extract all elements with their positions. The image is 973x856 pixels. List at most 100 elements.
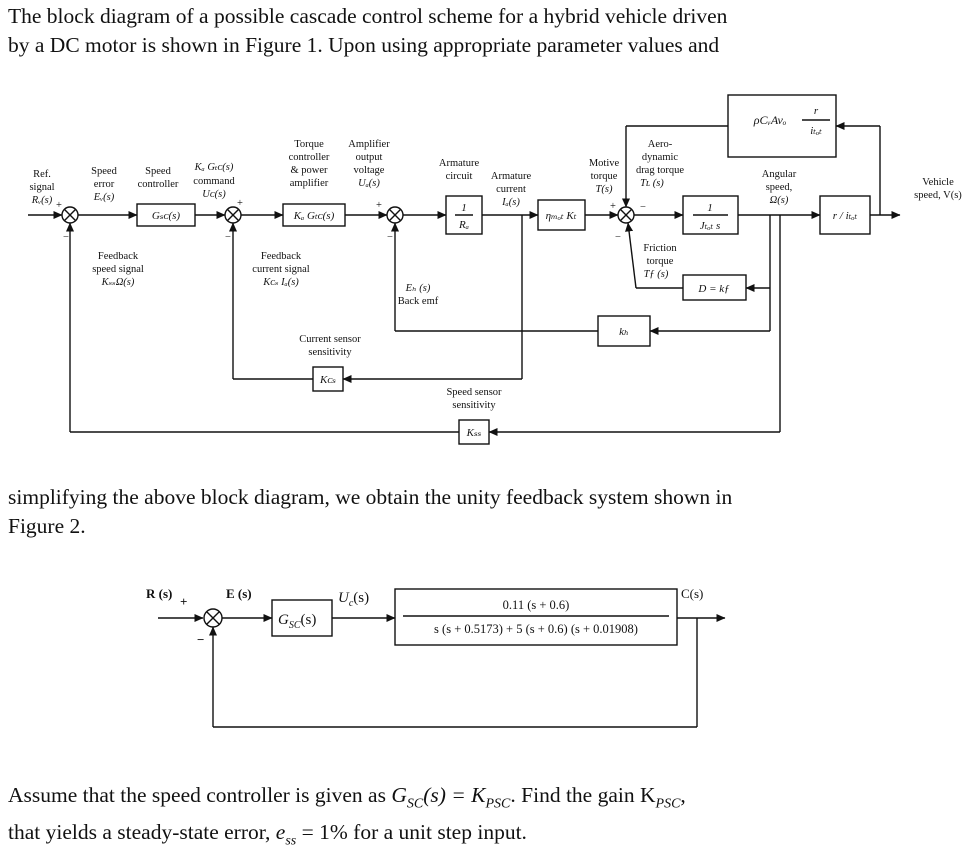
kcs-label: Kᴄₛ bbox=[319, 374, 336, 386]
question-line-2: that yields a steady-state error, ess = … bbox=[8, 818, 686, 855]
f2-tf-numerator: 0.11 (s + 0.6) bbox=[503, 598, 570, 612]
feedback-current-l2: current signal bbox=[252, 264, 310, 275]
sign-plus-4: + bbox=[610, 201, 616, 212]
aero-drag-l1: Aero- bbox=[648, 139, 673, 150]
gsc-block bbox=[136, 203, 196, 227]
f2-uc-label: Uc(s) bbox=[338, 590, 369, 609]
sign-plus-3: + bbox=[376, 200, 382, 211]
q1b: G bbox=[391, 783, 407, 807]
angular-speed-l1: Angular bbox=[762, 169, 797, 180]
question-paragraph: Assume that the speed controller is give… bbox=[8, 781, 686, 856]
sign-plus-2: + bbox=[237, 198, 243, 209]
speed-sensor-l2: sensitivity bbox=[452, 400, 496, 411]
f2-gsc-g: G bbox=[278, 612, 289, 628]
f2-gsc-sub: SC bbox=[289, 620, 301, 631]
q1c: SC bbox=[406, 796, 424, 812]
ka-gtc-block-label: Kₐ Gₜᴄ(s) bbox=[293, 210, 335, 222]
sign-minus-4a: − bbox=[640, 202, 646, 213]
armature-current-l3: Iₐ(s) bbox=[501, 197, 520, 208]
armature-den: Rₐ bbox=[458, 219, 469, 231]
friction-torque-l3: Tƒ (s) bbox=[644, 269, 669, 280]
torque-ctrl-l4: amplifier bbox=[290, 178, 329, 189]
armature-current-l2: current bbox=[496, 184, 526, 195]
amp-output-l2: output bbox=[356, 152, 383, 163]
f2-tf-denominator: s (s + 0.5173) + 5 (s + 0.6) (s + 0.0190… bbox=[434, 622, 638, 636]
aero-frac-den: iₜₒₜ bbox=[810, 125, 822, 137]
current-sensor-l1: Current sensor bbox=[299, 334, 361, 345]
speed-controller-l1: Speed bbox=[145, 166, 171, 177]
inertia-den: Jₜₒₜ s bbox=[700, 220, 720, 232]
kb-label: kₕ bbox=[619, 326, 629, 338]
feedback-speed-l3: KₛₛΩ(s) bbox=[101, 277, 135, 288]
middle-line-1: simplifying the above block diagram, we … bbox=[8, 485, 733, 509]
intro-line-1: The block diagram of a possible cascade … bbox=[8, 4, 728, 28]
friction-torque-l2: torque bbox=[647, 256, 674, 267]
aero-expr: ρCᵥAvₒ bbox=[753, 113, 787, 127]
feedback-speed-l2: speed signal bbox=[92, 264, 144, 275]
sum-junction-4 bbox=[617, 206, 635, 224]
speed-command-l2: command bbox=[193, 176, 235, 187]
angular-speed-l2: speed, bbox=[766, 182, 793, 193]
armature-current-l1: Armature bbox=[491, 171, 532, 182]
f2-e-label: E (s) bbox=[226, 586, 252, 601]
kb-block bbox=[597, 315, 651, 347]
friction-block bbox=[682, 274, 747, 301]
speed-error-l1: Speed bbox=[91, 166, 117, 177]
ref-signal-l1: Ref. bbox=[33, 169, 51, 180]
aero-drag-l4: Tʟ (s) bbox=[640, 178, 664, 189]
f2-gsc-tail: (s) bbox=[301, 612, 317, 628]
q1g: PSC bbox=[655, 796, 681, 812]
sign-minus-4b: − bbox=[615, 232, 621, 243]
speed-command-l3: Uᴄ(s) bbox=[202, 189, 226, 200]
q1f: . Find the gain K bbox=[510, 783, 656, 807]
q1a: Assume that the speed controller is give… bbox=[8, 783, 392, 807]
feedback-current-l3: Kᴄₛ Iₐ(s) bbox=[262, 277, 299, 288]
ref-signal-l3: Rᵥ(s) bbox=[31, 195, 53, 206]
f2-sum-junction bbox=[203, 608, 223, 628]
middle-line-2: Figure 2. bbox=[8, 514, 86, 538]
angular-speed-l3: Ω(s) bbox=[770, 195, 789, 206]
current-sensor-l2: sensitivity bbox=[308, 347, 352, 358]
torque-ctrl-l1: Torque bbox=[294, 139, 324, 150]
kss-label: Kₛₛ bbox=[466, 427, 482, 439]
q1e: PSC bbox=[485, 796, 511, 812]
motive-torque-l3: T(s) bbox=[596, 184, 613, 195]
torque-ctrl-l3: & power bbox=[290, 165, 328, 176]
motive-torque-l2: torque bbox=[591, 171, 618, 182]
amp-output-l1: Amplifier bbox=[348, 139, 390, 150]
q1d: (s) = K bbox=[423, 783, 486, 807]
q2d: = 1% for a unit step input. bbox=[296, 820, 527, 845]
back-emf-l2: Back emf bbox=[398, 296, 439, 307]
speed-controller-l2: controller bbox=[138, 179, 179, 190]
armature-circuit-l2: circuit bbox=[446, 171, 473, 182]
back-emf-l1: Eₕ (s) bbox=[405, 283, 431, 294]
q1h: , bbox=[680, 783, 686, 807]
feedback-speed-l1: Feedback bbox=[98, 251, 139, 262]
f2-uc-sub: c bbox=[349, 598, 354, 609]
question-line-1: Assume that the speed controller is give… bbox=[8, 781, 686, 818]
q2a: that yields a steady-state error, bbox=[8, 820, 276, 845]
middle-paragraph: simplifying the above block diagram, we … bbox=[8, 483, 732, 541]
sign-plus-1: + bbox=[56, 200, 62, 211]
vehicle-speed-l1: Vehicle bbox=[922, 177, 954, 188]
f2-uc-tail: (s) bbox=[353, 590, 369, 606]
intro-line-2: by a DC motor is shown in Figure 1. Upon… bbox=[8, 33, 720, 57]
q2b: e bbox=[275, 820, 286, 845]
figure-2-diagram bbox=[158, 588, 726, 728]
intro-paragraph: The block diagram of a possible cascade … bbox=[8, 2, 727, 60]
friction-torque-l1: Friction bbox=[643, 243, 677, 254]
f2-gsc-label: GSC(s) bbox=[278, 612, 316, 631]
aero-drag-block bbox=[727, 94, 837, 158]
f2-c-label: C(s) bbox=[681, 586, 703, 601]
r-over-i-label: r / iₜₒₜ bbox=[833, 210, 858, 222]
f2-r-label: R (s) bbox=[146, 586, 172, 601]
sign-minus-3: − bbox=[387, 232, 393, 243]
speed-command-l1: Kₐ Gₜᴄ(s) bbox=[194, 162, 234, 173]
f2-plus: + bbox=[180, 594, 187, 609]
eta-kt-label: ηₘₒₜ Kₜ bbox=[546, 210, 577, 222]
gsc-block-label: Gₛᴄ(s) bbox=[152, 210, 181, 222]
inertia-num: 1 bbox=[707, 202, 713, 214]
ka-gtc-block bbox=[282, 203, 346, 227]
speed-error-l3: Eᵥ(s) bbox=[93, 192, 115, 203]
torque-ctrl-l2: controller bbox=[289, 152, 330, 163]
